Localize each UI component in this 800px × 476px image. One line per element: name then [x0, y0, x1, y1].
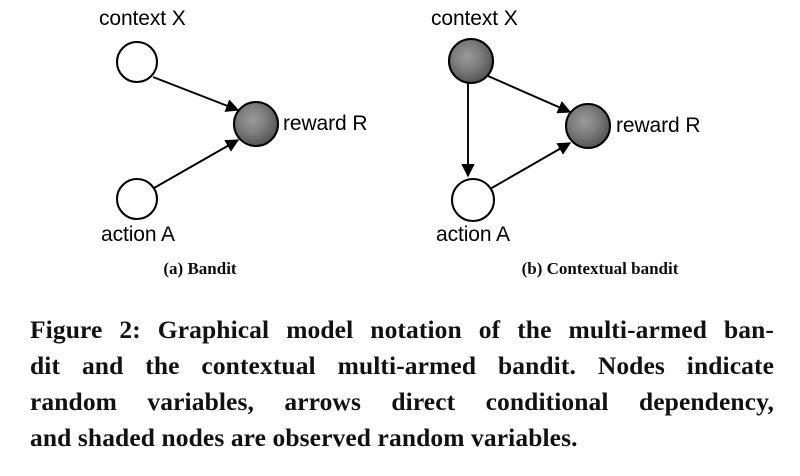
bandit-graph-svg: [115, 40, 280, 221]
edge-context-to-reward: [487, 75, 572, 114]
figure-caption: Figure 2: Graphical model notation of th…: [30, 312, 774, 456]
edge-context-to-reward: [152, 76, 240, 112]
caption-line-4: and shaded nodes are observed random var…: [30, 423, 578, 452]
label-action-a: action A: [436, 223, 510, 246]
subcaption-a: (a) Bandit: [163, 259, 237, 278]
node-reward-r: [232, 100, 280, 148]
label-reward-r: reward R: [283, 112, 368, 135]
node-action-a: [115, 177, 159, 221]
subcaption-b: (b) Contextual bandit: [521, 259, 679, 278]
node-action-a: [450, 177, 496, 223]
caption-line-3: random variables, arrows direct conditio…: [30, 387, 774, 416]
panels-row: context X action A reward R: [0, 0, 800, 292]
node-context-x: [447, 37, 495, 85]
caption-line-1: Figure 2: Graphical model notation of th…: [30, 315, 774, 344]
caption-line-2: dit and the contextual multi-armed bandi…: [30, 351, 774, 380]
panel-bandit: context X action A reward R: [0, 0, 400, 292]
edge-action-to-reward: [489, 142, 572, 190]
node-reward-r: [564, 102, 612, 150]
label-context-x: context X: [431, 7, 518, 30]
panel-contextual-bandit: context X action A reward R: [400, 0, 800, 292]
label-context-x: context X: [99, 7, 186, 30]
label-reward-r: reward R: [616, 114, 701, 137]
label-action-a: action A: [101, 223, 175, 246]
edge-action-to-reward: [153, 139, 240, 189]
contextual-bandit-graph-svg: [447, 37, 612, 223]
node-context-x: [115, 40, 159, 84]
